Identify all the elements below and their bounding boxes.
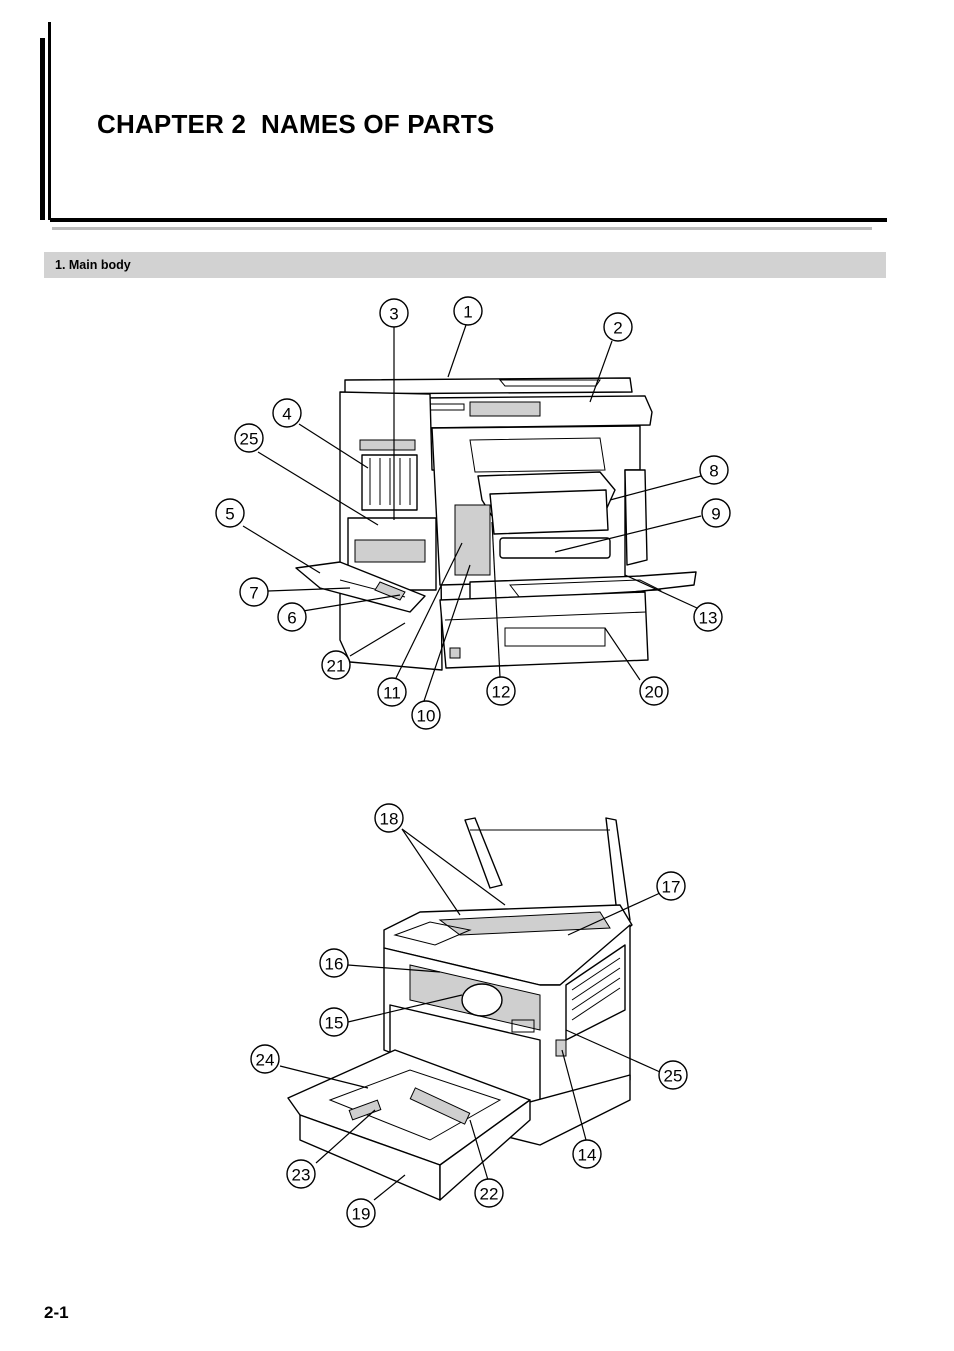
svg-text:17: 17: [662, 878, 681, 897]
svg-text:3: 3: [389, 305, 398, 324]
callout-11: 11: [377, 677, 407, 707]
callout-25b: 25: [658, 1060, 688, 1090]
svg-text:6: 6: [287, 609, 296, 628]
svg-text:8: 8: [709, 462, 718, 481]
svg-text:23: 23: [292, 1166, 311, 1185]
callout-15: 15: [319, 1007, 349, 1037]
svg-text:9: 9: [711, 505, 720, 524]
svg-text:4: 4: [282, 405, 291, 424]
svg-text:13: 13: [699, 609, 718, 628]
svg-text:19: 19: [352, 1205, 371, 1224]
margin-bar-inner: [48, 22, 51, 220]
callout-10: 10: [411, 700, 441, 730]
callout-5: 5: [215, 498, 245, 528]
leader-lines-top: [242, 324, 702, 702]
svg-text:15: 15: [325, 1014, 344, 1033]
svg-text:7: 7: [249, 584, 258, 603]
header-rule: [50, 218, 887, 222]
svg-text:25: 25: [240, 430, 259, 449]
callout-4: 4: [272, 398, 302, 428]
svg-text:14: 14: [578, 1146, 597, 1165]
svg-text:12: 12: [492, 683, 511, 702]
svg-text:25: 25: [664, 1067, 683, 1086]
callout-3: 3: [379, 298, 409, 328]
callout-7: 7: [239, 577, 269, 607]
chapter-title: CHAPTER 2 NAMES OF PARTS: [97, 109, 495, 139]
svg-text:20: 20: [645, 683, 664, 702]
margin-bar-outer: [40, 38, 45, 220]
svg-text:24: 24: [256, 1051, 275, 1070]
copier-front-illustration: [295, 377, 697, 671]
header-rule-shadow: [52, 227, 872, 230]
svg-text:22: 22: [480, 1185, 499, 1204]
callout-13: 13: [693, 602, 723, 632]
callout-14: 14: [572, 1139, 602, 1169]
callout-2: 2: [603, 312, 633, 342]
svg-text:10: 10: [417, 707, 436, 726]
callout-6: 6: [277, 602, 307, 632]
callout-20: 20: [639, 676, 669, 706]
leader-lines-bottom: [279, 828, 661, 1201]
svg-text:11: 11: [383, 684, 401, 703]
svg-text:1: 1: [463, 303, 472, 322]
callout-17: 17: [656, 871, 686, 901]
callout-23: 23: [286, 1159, 316, 1189]
callout-18: 18: [374, 803, 404, 833]
svg-text:18: 18: [380, 810, 399, 829]
callout-22: 22: [474, 1178, 504, 1208]
callout-8: 8: [699, 455, 729, 485]
callout-1: 1: [453, 296, 483, 326]
callout-25: 25: [234, 423, 264, 453]
svg-text:5: 5: [225, 505, 234, 524]
callout-9: 9: [701, 498, 731, 528]
callout-24: 24: [250, 1044, 280, 1074]
section-heading: 1. Main body: [44, 252, 886, 278]
svg-text:2: 2: [613, 319, 622, 338]
callout-12: 12: [486, 676, 516, 706]
svg-text:21: 21: [327, 657, 346, 676]
copier-open-illustration: [287, 817, 633, 1201]
svg-text:16: 16: [325, 955, 344, 974]
callout-19: 19: [346, 1198, 376, 1228]
page-number: 2-1: [44, 1303, 69, 1322]
callout-21: 21: [321, 650, 351, 680]
callout-16: 16: [319, 948, 349, 978]
